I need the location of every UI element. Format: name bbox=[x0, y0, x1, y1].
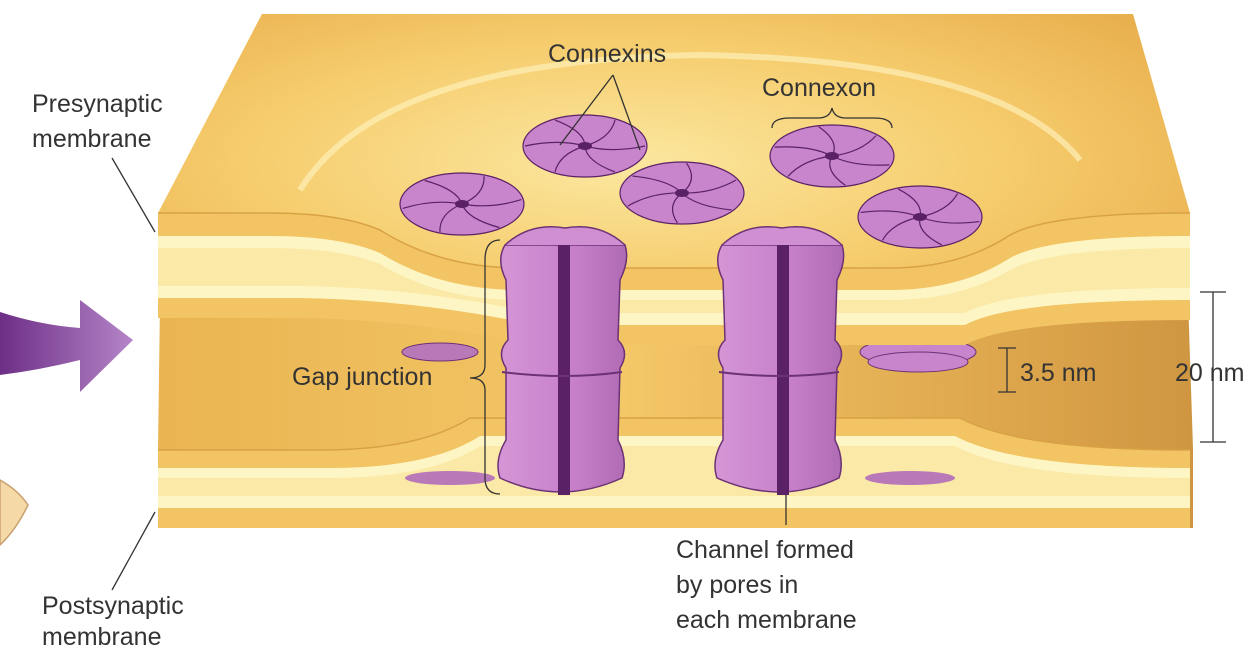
postsynaptic-label-line2: membrane bbox=[42, 623, 162, 651]
gap-junction-label: Gap junction bbox=[292, 363, 432, 391]
connexon-rosette bbox=[620, 162, 744, 224]
total-width-label: 20 nm bbox=[1175, 359, 1244, 387]
direction-arrow bbox=[0, 300, 133, 392]
connexon-rosette bbox=[770, 125, 894, 187]
presynaptic-label-line1: Presynaptic bbox=[32, 90, 163, 118]
channel-column-left bbox=[498, 227, 627, 495]
connexon-rosette bbox=[523, 115, 647, 177]
neuron-edge-shape bbox=[0, 480, 28, 545]
connexins-label: Connexins bbox=[548, 40, 666, 68]
channel-label-line2: by pores in bbox=[676, 571, 798, 599]
channel-label-line1: Channel formed bbox=[676, 536, 854, 564]
connexon-label: Connexon bbox=[762, 74, 876, 102]
presynaptic-label-line2: membrane bbox=[32, 125, 152, 153]
gap-width-label: 3.5 nm bbox=[1020, 359, 1096, 387]
channel-column-right bbox=[715, 227, 844, 495]
connexon-rosette bbox=[400, 173, 524, 235]
postsynaptic-label-line1: Postsynaptic bbox=[42, 592, 184, 620]
connexon-rosette bbox=[858, 186, 982, 248]
channel-label-line3: each membrane bbox=[676, 606, 857, 634]
